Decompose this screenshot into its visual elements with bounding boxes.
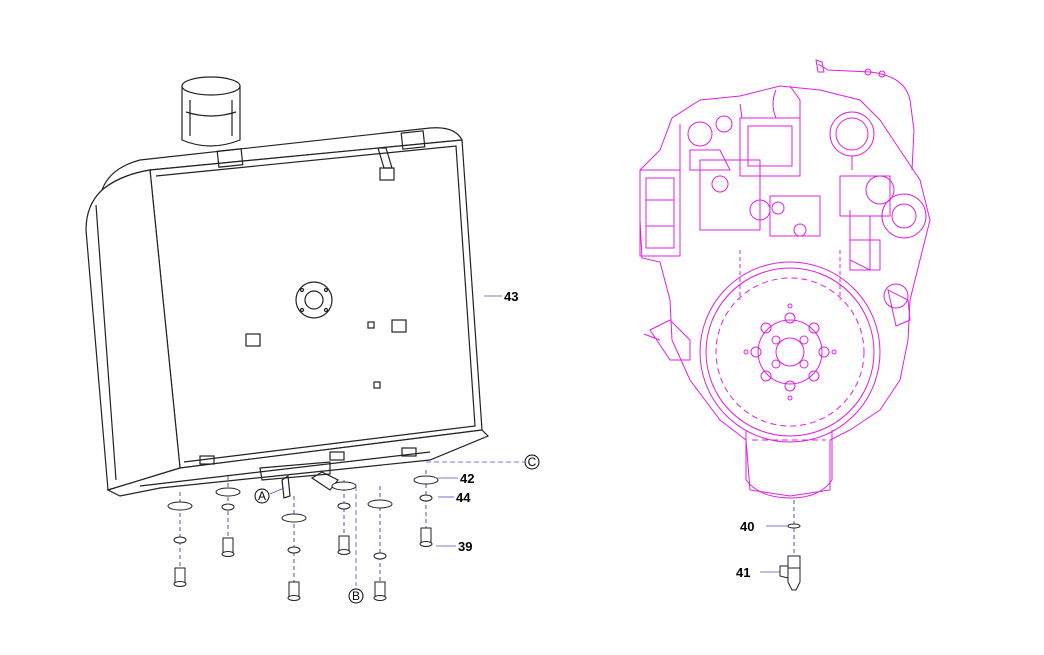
part-label-drain-valve: 41 [736, 565, 750, 580]
washer [215, 487, 241, 497]
callout-a-text: A [258, 489, 266, 503]
washer [173, 536, 187, 544]
drain-valve [787, 555, 801, 591]
engine-block [639, 85, 931, 497]
washer [413, 475, 439, 485]
flywheel-housing [699, 261, 881, 443]
washer [167, 501, 193, 511]
tank-bottom-tray [106, 429, 490, 497]
washer [281, 513, 307, 523]
callout-b: B [348, 588, 364, 604]
fuel-tank [85, 76, 490, 499]
tank-front [149, 139, 483, 469]
part-label-washer-a: 42 [460, 471, 474, 486]
callout-c: C [524, 454, 540, 470]
callout-c-text: C [528, 455, 537, 469]
part-label-washer-b: 44 [456, 490, 471, 505]
washer [221, 503, 235, 511]
callout-a: A [254, 488, 270, 504]
washer [373, 552, 387, 560]
leader-lines [269, 295, 794, 586]
drain-assembly [779, 500, 801, 591]
drain-washer [787, 523, 801, 529]
washer [367, 499, 393, 509]
part-label-bolt: 39 [458, 539, 472, 554]
engine [639, 59, 931, 499]
oil-pan [745, 430, 833, 499]
washer [331, 481, 357, 491]
dipstick-tube [817, 63, 915, 171]
tank-fasteners [167, 470, 439, 601]
sender-unit [295, 281, 333, 319]
washer [337, 502, 351, 510]
part-label-drain-washer: 40 [740, 519, 754, 534]
callout-b-text: B [352, 589, 360, 603]
part-label-tank: 43 [504, 289, 518, 304]
washer [419, 494, 433, 502]
washer [287, 546, 301, 554]
